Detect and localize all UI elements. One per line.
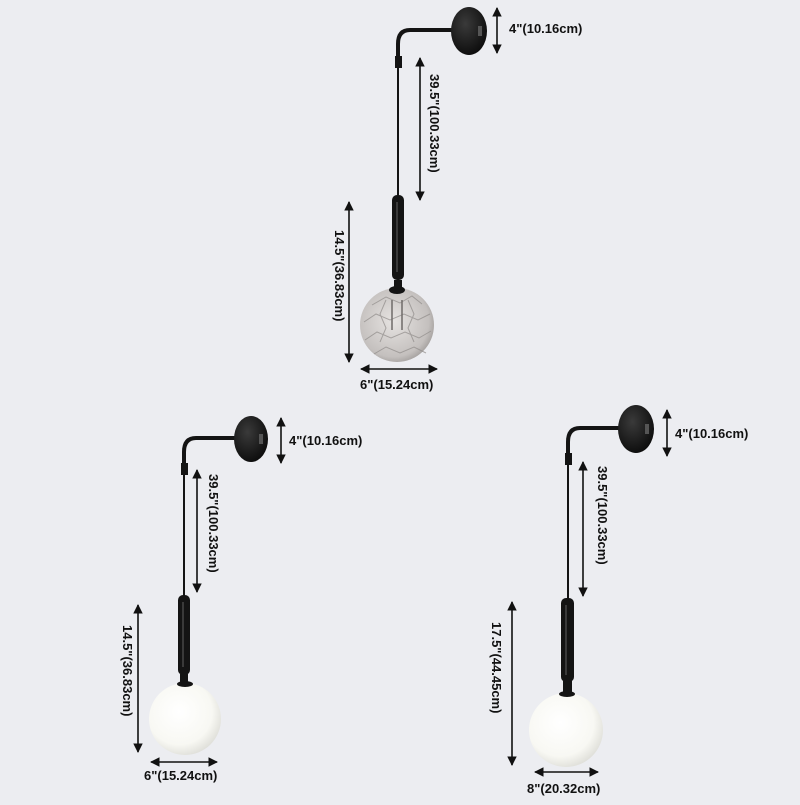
dimension-lines <box>133 7 672 777</box>
lamp-body <box>561 598 574 682</box>
lamp-clear-glass <box>360 7 487 362</box>
dim-label-canopy: 4"(10.16cm) <box>675 426 749 441</box>
dim-label-cord: 39.5"(100.33cm) <box>427 74 442 173</box>
dim-label-cord: 39.5"(100.33cm) <box>206 474 221 573</box>
dim-label-shade: 6"(15.24cm) <box>360 377 434 392</box>
dim-label-shade: 8"(20.32cm) <box>527 781 601 796</box>
lamp-arm <box>396 28 466 58</box>
pivot-joint <box>395 56 402 68</box>
clear-glass-shade <box>360 288 434 362</box>
pivot-joint <box>565 453 572 465</box>
opal-glass-shade <box>529 693 603 767</box>
dim-label-body: 17.5"(44.45cm) <box>489 622 504 714</box>
wall-canopy <box>234 416 268 462</box>
lamp-arm <box>182 436 247 465</box>
dim-label-body: 14.5"(36.83cm) <box>120 625 135 717</box>
dim-label-cord: 39.5"(100.33cm) <box>595 466 610 565</box>
lamp-arm <box>566 426 633 455</box>
dim-label-canopy: 4"(10.16cm) <box>509 21 583 36</box>
dim-label-canopy: 4"(10.16cm) <box>289 433 363 448</box>
dim-label-body: 14.5"(36.83cm) <box>332 230 347 322</box>
wall-canopy <box>451 7 487 55</box>
pivot-joint <box>181 463 188 475</box>
wall-canopy <box>618 405 654 453</box>
opal-glass-shade <box>149 683 221 755</box>
lamp-opal-large <box>529 405 654 767</box>
dim-label-shade: 6"(15.24cm) <box>144 768 218 783</box>
lamp-opal-small <box>149 416 268 755</box>
